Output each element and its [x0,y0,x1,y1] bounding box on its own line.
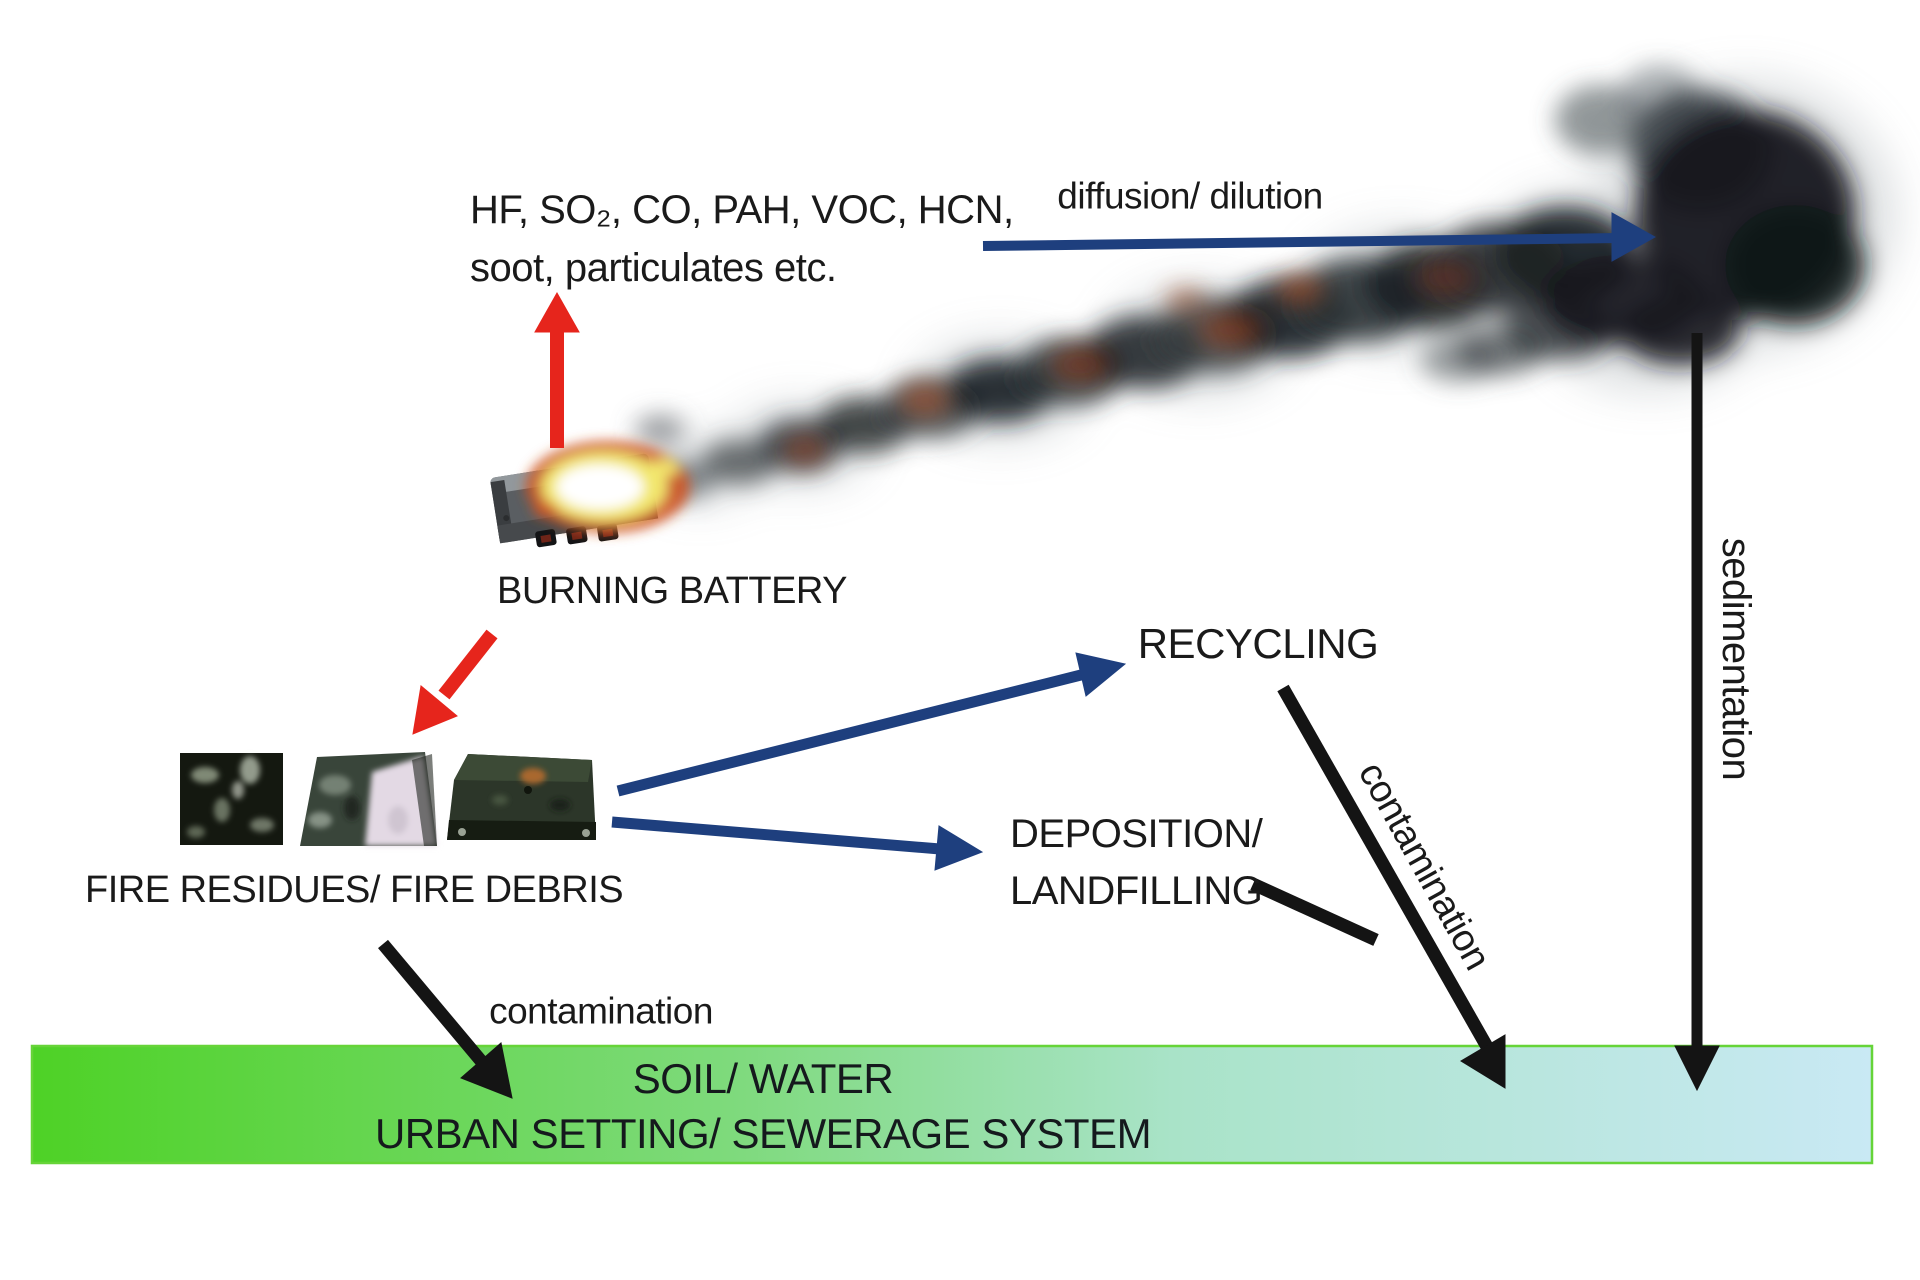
contamination-arrow-right [1250,684,1506,1089]
contamination-arrow-left [378,939,513,1099]
soil-water-bar [30,1044,1874,1165]
soil-water-label: SOIL/ WATER URBAN SETTING/ SEWERAGE SYST… [374,1051,1152,1161]
recycling-arrow [616,652,1127,797]
burning-battery-label: BURNING BATTERY [496,570,848,612]
emissions-line2: soot, particulates etc. [470,246,837,290]
smoke-ember-patches [783,260,1475,464]
deposition-line1: DEPOSITION/ [1010,812,1263,856]
soil-line2: URBAN SETTING/ SEWERAGE SYSTEM [374,1110,1152,1157]
fire-residues-label: FIRE RESIDUES/ FIRE DEBRIS [85,869,624,911]
smoke-plume [635,65,1865,498]
red-arrows [412,291,580,735]
flame [526,441,690,533]
blue-arrows [611,212,1657,871]
sedimentation-label: sedimentation [1714,537,1758,781]
diffusion-arrow [982,212,1657,262]
emissions-arrow-up [534,291,580,448]
deposition-arrow [611,816,984,871]
fire-residue-photo-3 [447,754,596,840]
contamination-label-left: contamination [489,990,713,1032]
sedimentation-arrow [1674,333,1720,1092]
battery-to-residues-arrow [412,629,498,735]
fire-residue-photo-1 [180,753,283,845]
emissions-line1: HF, SO₂, CO, PAH, VOC, HCN, [470,188,1014,232]
soil-line1: SOIL/ WATER [632,1055,894,1102]
recycling-label: RECYCLING [1137,620,1379,667]
deposition-landfilling-label: DEPOSITION/ LANDFILLING [1010,806,1263,920]
fire-residue-photo-2 [300,752,437,846]
emissions-label: HF, SO₂, CO, PAH, VOC, HCN, soot, partic… [470,181,1014,297]
black-arrows [378,333,1720,1099]
deposition-line2: LANDFILLING [1010,869,1263,913]
diffusion-dilution-label: diffusion/ dilution [1057,175,1323,217]
